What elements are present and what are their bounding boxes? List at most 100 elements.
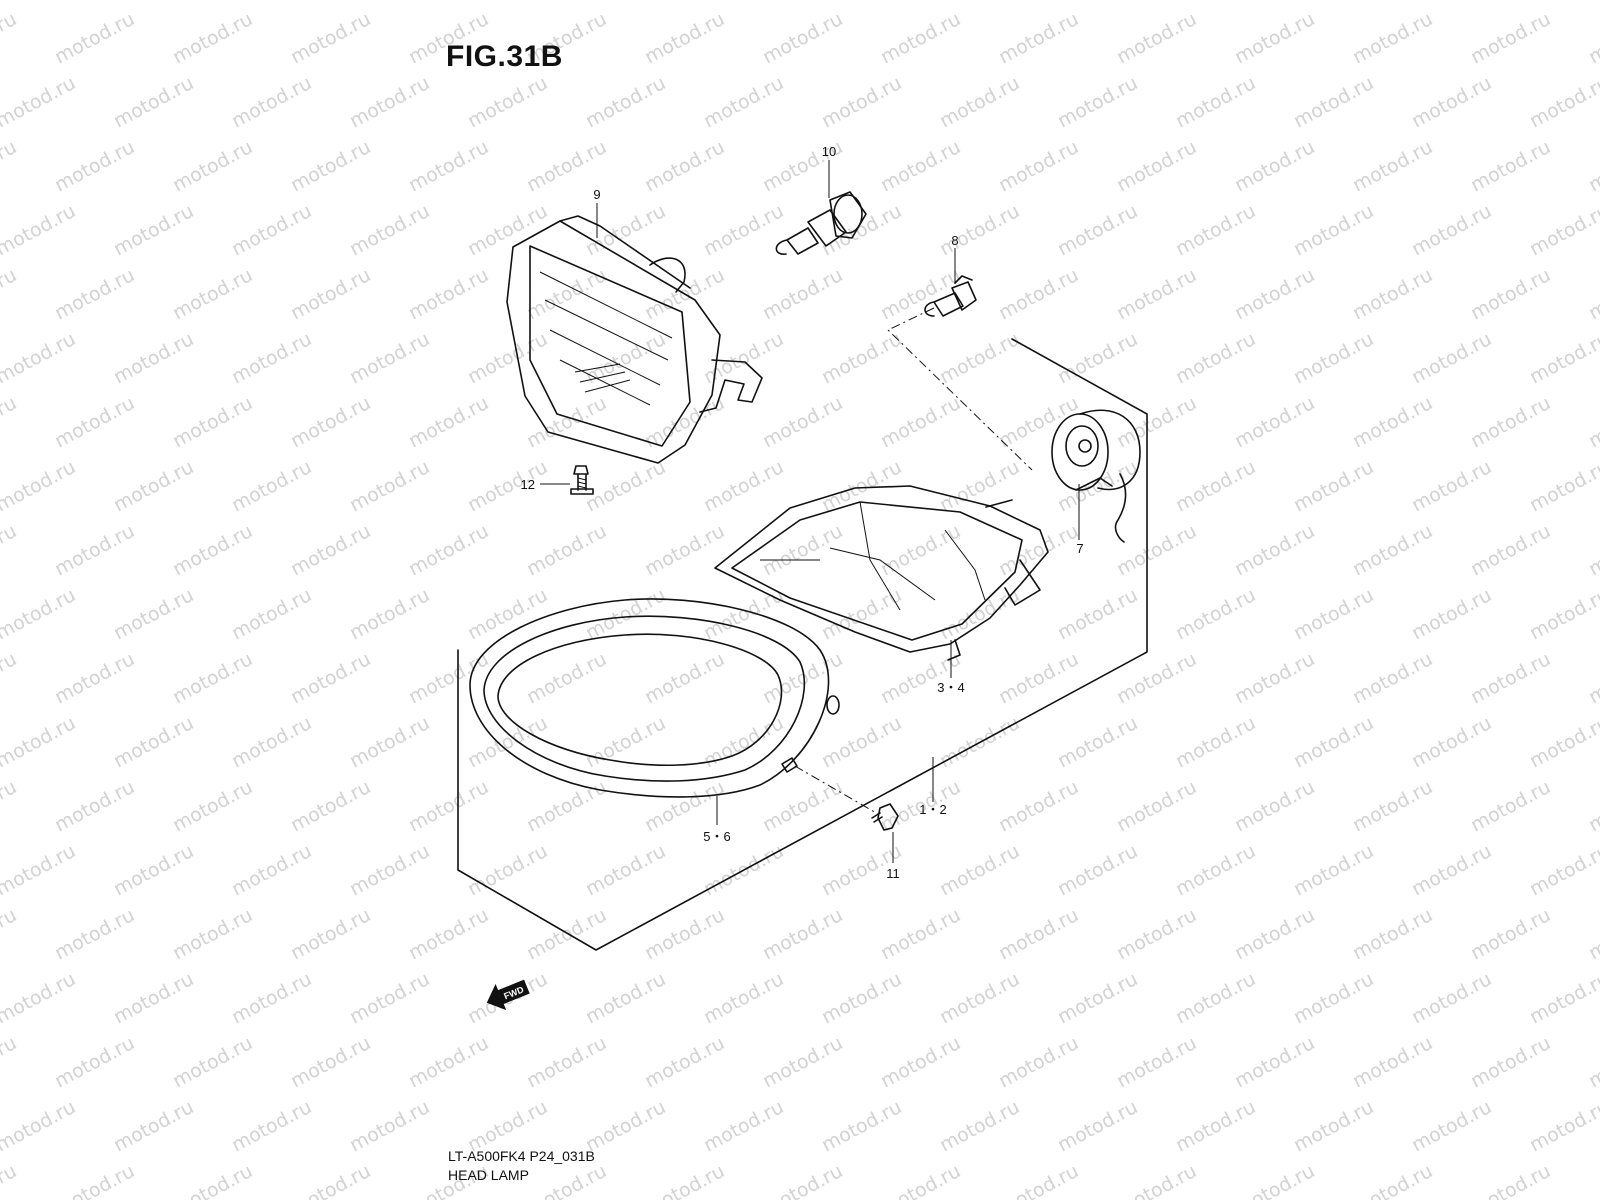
watermark-text: motod.ru bbox=[1113, 392, 1200, 452]
watermark-text: motod.ru bbox=[1585, 1032, 1600, 1092]
bulb-part-10[interactable] bbox=[775, 191, 867, 255]
watermark-text: motod.ru bbox=[1054, 840, 1141, 900]
watermark-text: motod.ru bbox=[1585, 8, 1600, 68]
watermark-text: motod.ru bbox=[0, 904, 20, 964]
watermark-text: motod.ru bbox=[405, 264, 492, 324]
watermark-text: motod.ru bbox=[877, 392, 964, 452]
watermark-text: motod.ru bbox=[346, 584, 433, 644]
watermark-text: motod.ru bbox=[110, 0, 197, 4]
watermark-text: motod.ru bbox=[523, 1032, 610, 1092]
watermark-text: motod.ru bbox=[287, 1160, 374, 1200]
watermark-text: motod.ru bbox=[287, 264, 374, 324]
position-bulb-part-8[interactable] bbox=[924, 275, 977, 317]
watermark-text: motod.ru bbox=[1408, 200, 1495, 260]
watermark-text: motod.ru bbox=[464, 200, 551, 260]
watermark-text: motod.ru bbox=[1113, 904, 1200, 964]
watermark-text: motod.ru bbox=[0, 584, 79, 644]
watermark-text: motod.ru bbox=[1408, 584, 1495, 644]
watermark-text: motod.ru bbox=[1526, 200, 1600, 260]
watermark-text: motod.ru bbox=[169, 264, 256, 324]
screw-part-11[interactable] bbox=[871, 803, 899, 831]
watermark-text: motod.ru bbox=[228, 840, 315, 900]
watermark-text: motod.ru bbox=[1526, 840, 1600, 900]
watermark-text: motod.ru bbox=[759, 776, 846, 836]
watermark-text: motod.ru bbox=[1172, 584, 1259, 644]
watermark-text: motod.ru bbox=[759, 8, 846, 68]
watermark-text: motod.ru bbox=[1054, 328, 1141, 388]
watermark-text: motod.ru bbox=[0, 0, 79, 4]
watermark-text: motod.ru bbox=[1467, 776, 1554, 836]
watermark-text: motod.ru bbox=[523, 520, 610, 580]
watermark-text: motod.ru bbox=[818, 968, 905, 1028]
watermark-text: motod.ru bbox=[51, 904, 138, 964]
watermark-text: motod.ru bbox=[1408, 328, 1495, 388]
watermark-text: motod.ru bbox=[877, 904, 964, 964]
watermark-text: motod.ru bbox=[1585, 136, 1600, 196]
watermark-text: motod.ru bbox=[346, 328, 433, 388]
watermark-text: motod.ru bbox=[110, 840, 197, 900]
watermark-text: motod.ru bbox=[1172, 456, 1259, 516]
watermark-text: motod.ru bbox=[523, 904, 610, 964]
watermark-text: motod.ru bbox=[818, 584, 905, 644]
watermark-text: motod.ru bbox=[110, 968, 197, 1028]
assembly-line-bulb-8 bbox=[887, 307, 1033, 471]
watermark-text: motod.ru bbox=[169, 8, 256, 68]
watermark-text: motod.ru bbox=[1526, 0, 1600, 4]
watermark-text: motod.ru bbox=[818, 1096, 905, 1156]
watermark-text: motod.ru bbox=[936, 328, 1023, 388]
watermark-text: motod.ru bbox=[1172, 840, 1259, 900]
watermark-text: motod.ru bbox=[110, 328, 197, 388]
watermark-text: motod.ru bbox=[759, 264, 846, 324]
leader-lines bbox=[540, 160, 1080, 863]
headlamp-housing-part-3-4[interactable] bbox=[714, 485, 1049, 661]
watermark-text: motod.ru bbox=[877, 520, 964, 580]
watermark-text: motod.ru bbox=[523, 776, 610, 836]
watermark-text: motod.ru bbox=[1231, 136, 1318, 196]
watermark-text: motod.ru bbox=[936, 72, 1023, 132]
watermark-text: motod.ru bbox=[1467, 136, 1554, 196]
socket-part-7[interactable] bbox=[1051, 409, 1141, 543]
watermark-text: motod.ru bbox=[1054, 1096, 1141, 1156]
watermark-text: motod.ru bbox=[1172, 712, 1259, 772]
watermark-text: motod.ru bbox=[405, 648, 492, 708]
watermark-text: motod.ru bbox=[582, 0, 669, 4]
watermark-text: motod.ru bbox=[51, 648, 138, 708]
watermark-text: motod.ru bbox=[346, 456, 433, 516]
watermark-text: motod.ru bbox=[110, 584, 197, 644]
figure-code: LT-A500FK4 P24_031B bbox=[448, 1148, 595, 1164]
watermark-text: motod.ru bbox=[582, 968, 669, 1028]
screw-part-12[interactable] bbox=[570, 465, 594, 495]
watermark-text: motod.ru bbox=[936, 200, 1023, 260]
watermark-text: motod.ru bbox=[169, 392, 256, 452]
watermark-text: motod.ru bbox=[0, 200, 79, 260]
figure-name: HEAD LAMP bbox=[448, 1167, 529, 1183]
watermark-text: motod.ru bbox=[0, 1032, 20, 1092]
watermark-text: motod.ru bbox=[641, 904, 728, 964]
watermark-text: motod.ru bbox=[1113, 1032, 1200, 1092]
watermark-text: motod.ru bbox=[1526, 456, 1600, 516]
watermark-text: motod.ru bbox=[995, 1032, 1082, 1092]
watermark-text: motod.ru bbox=[759, 1032, 846, 1092]
watermark-text: motod.ru bbox=[1349, 264, 1436, 324]
watermark-text: motod.ru bbox=[1467, 904, 1554, 964]
watermark-text: motod.ru bbox=[0, 520, 20, 580]
watermark-text: motod.ru bbox=[582, 1096, 669, 1156]
watermark-text: motod.ru bbox=[0, 712, 79, 772]
headlamp-unit-part-9[interactable] bbox=[506, 215, 763, 464]
callout-3-4: 3・4 bbox=[937, 680, 964, 695]
watermark-text: motod.ru bbox=[1290, 712, 1377, 772]
watermark-text: motod.ru bbox=[936, 840, 1023, 900]
rim-part-5-6[interactable] bbox=[469, 598, 840, 798]
watermark-text: motod.ru bbox=[1231, 1160, 1318, 1200]
watermark-text: motod.ru bbox=[1290, 200, 1377, 260]
watermark-text: motod.ru bbox=[582, 328, 669, 388]
watermark-text: motod.ru bbox=[1054, 584, 1141, 644]
watermark-text: motod.ru bbox=[1172, 200, 1259, 260]
watermark-text: motod.ru bbox=[1585, 520, 1600, 580]
watermark-text: motod.ru bbox=[1526, 584, 1600, 644]
watermark-text: motod.ru bbox=[405, 520, 492, 580]
watermark-text: motod.ru bbox=[700, 72, 787, 132]
watermark-text: motod.ru bbox=[228, 456, 315, 516]
watermark-text: motod.ru bbox=[1349, 392, 1436, 452]
